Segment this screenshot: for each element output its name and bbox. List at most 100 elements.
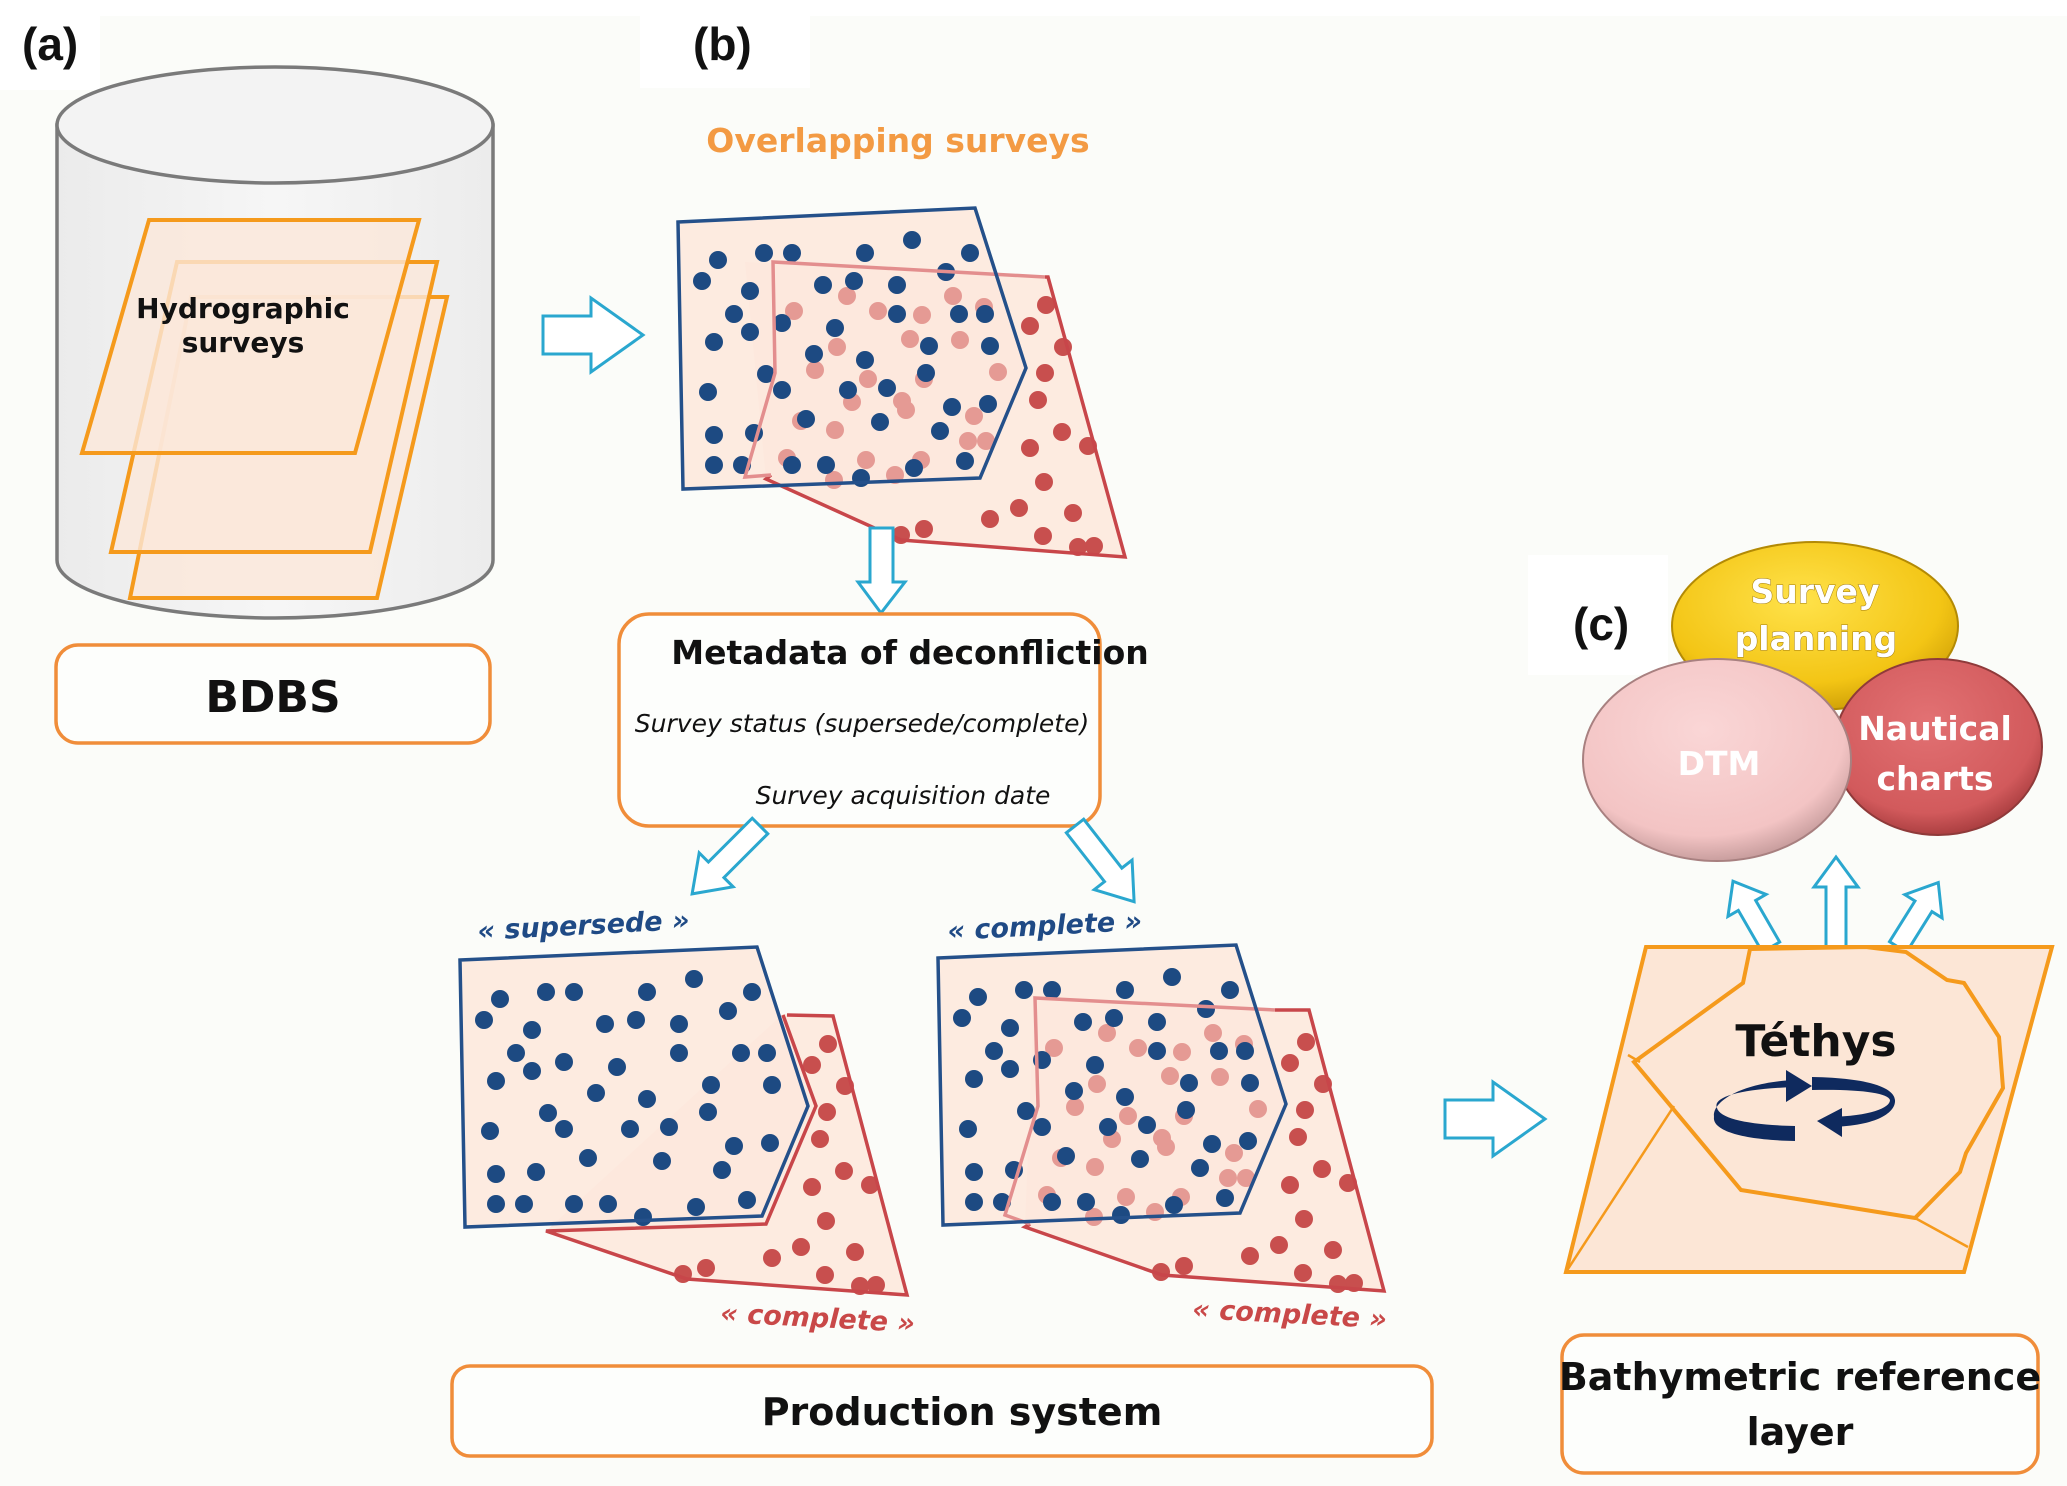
sounding-dot-blue [702, 1076, 720, 1094]
sounding-dot-blue [917, 364, 935, 382]
sounding-dot-red [835, 1162, 853, 1180]
sounding-dot-blue [1033, 1118, 1051, 1136]
cylinder-top [55, 65, 495, 185]
sounding-dot-pink [1204, 1024, 1222, 1042]
sounding-dot-pink [1098, 1024, 1116, 1042]
bathymetric-reference-line1: Bathymetric reference [1559, 1355, 2041, 1399]
arrow-down-icon [855, 526, 909, 616]
sounding-dots [953, 968, 1363, 1293]
supersede-result-map: « supersede » « complete » [458, 905, 916, 1339]
sounding-dot-pink [859, 370, 877, 388]
sounding-dot-blue [905, 459, 923, 477]
sounding-dot-red [981, 510, 999, 528]
sounding-dot-red [1329, 1275, 1347, 1293]
sounding-dot-blue [965, 1163, 983, 1181]
metadata-title: Metadata of deconfliction [671, 633, 1149, 672]
sounding-dot-blue [856, 351, 874, 369]
sounding-dot-blue [1221, 981, 1239, 999]
metadata-line-status: Survey status (supersede/complete) [635, 709, 1089, 738]
sounding-dot-blue [687, 1198, 705, 1216]
sounding-dot-blue [693, 272, 711, 290]
arrow-down-right-icon [1064, 817, 1136, 904]
sounding-dot-red [1021, 439, 1039, 457]
arrow-up-icon [1811, 854, 1861, 949]
sounding-dot-pink [913, 306, 931, 324]
sounding-dot-blue [481, 1122, 499, 1140]
sounding-dot-blue [487, 1195, 505, 1213]
sounding-dot-pink [1119, 1107, 1137, 1125]
sounding-dot-blue [638, 983, 656, 1001]
sounding-dot-blue [758, 1044, 776, 1062]
sounding-dot-blue [871, 413, 889, 431]
sounding-dot-blue [539, 1104, 557, 1122]
product-dtm [1582, 658, 1852, 862]
sounding-dot-blue [783, 456, 801, 474]
sounding-dot-blue [719, 1002, 737, 1020]
sounding-dot-blue [634, 1208, 652, 1226]
sounding-dot-pink [1088, 1075, 1106, 1093]
sounding-dot-blue [565, 983, 583, 1001]
sounding-dot-blue [814, 276, 832, 294]
sounding-dot-blue [1177, 1101, 1195, 1119]
tethys-label: Téthys [1735, 1016, 1896, 1067]
nautical-charts-line1: Nautical [1858, 709, 2012, 748]
overlapping-surveys-title: Overlapping surveys [706, 121, 1089, 160]
bathymetric-reference-line2: layer [1747, 1410, 1854, 1454]
arrow-right-icon [541, 295, 646, 375]
sounding-dot-red [792, 1238, 810, 1256]
sounding-dot-blue [1138, 1116, 1156, 1134]
arrow-down-to-metadata [855, 526, 909, 616]
sounding-dot-blue [587, 1084, 605, 1102]
bathymetric-reference-box: Bathymetric reference layer [1559, 1333, 2041, 1475]
sounding-dot-blue [653, 1152, 671, 1170]
sounding-dot-blue [1148, 1013, 1166, 1031]
sounding-dot-red [1034, 527, 1052, 545]
top-strip [0, 0, 2067, 16]
sounding-dot-blue [1131, 1150, 1149, 1168]
sounding-dot-blue [1065, 1082, 1083, 1100]
sounding-dot-blue [950, 305, 968, 323]
sounding-dot-blue [685, 970, 703, 988]
sounding-dot-blue [599, 1195, 617, 1213]
sounding-dot-blue [1057, 1147, 1075, 1165]
database-cylinder: Hydrographic surveys [55, 65, 495, 620]
sounding-dot-blue [1116, 1088, 1134, 1106]
sounding-dot-pink [826, 421, 844, 439]
bdbs-box-frame [54, 643, 492, 745]
sounding-dot-blue [1015, 981, 1033, 999]
sounding-dot-blue [761, 1134, 779, 1152]
arrow-down-left-icon [690, 816, 770, 896]
sounding-dot-blue [732, 1044, 750, 1062]
arrow-right-b-to-c [1443, 1079, 1548, 1159]
tethys-edge [1627, 1053, 1641, 1064]
sounding-dot-blue [856, 244, 874, 262]
supersede-area [460, 947, 808, 1227]
sounding-dot-red [1010, 499, 1028, 517]
sounding-dot-blue [1241, 1074, 1259, 1092]
survey-planning-line2: planning [1735, 619, 1898, 658]
complete-area-blue [938, 945, 1286, 1225]
sounding-dot-red [1295, 1210, 1313, 1228]
sounding-dot-red [1270, 1236, 1288, 1254]
sounding-dot-blue [1043, 1193, 1061, 1211]
sounding-dot-pink [951, 331, 969, 349]
sounding-dot-blue [845, 272, 863, 290]
sounding-dot-pink [1173, 1043, 1191, 1061]
sounding-dot-blue [475, 1011, 493, 1029]
sounding-dot-blue [943, 398, 961, 416]
complete-result-map: « complete » « complete » [936, 906, 1388, 1335]
sounding-dot-red [697, 1259, 715, 1277]
sounding-dot-blue [1163, 968, 1181, 986]
sounding-dot-pink [1211, 1068, 1229, 1086]
sounding-dot-pink [959, 432, 977, 450]
sounding-dot-red [1064, 504, 1082, 522]
sounding-dot-blue [491, 990, 509, 1008]
sounding-dot-pink [1085, 1208, 1103, 1226]
sounding-dot-red [861, 1176, 879, 1194]
sounding-dot-blue [1216, 1189, 1234, 1207]
arrow-to-supersede-result [690, 816, 770, 896]
sounding-dot-red [1241, 1247, 1259, 1265]
sounding-dot-blue [608, 1058, 626, 1076]
sounding-dot-blue [956, 452, 974, 470]
